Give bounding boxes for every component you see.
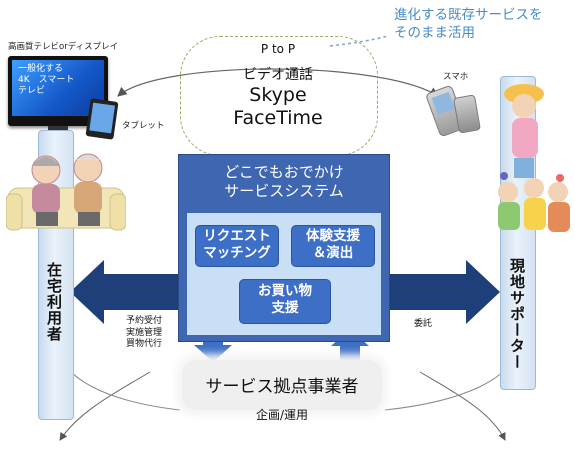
experience-support-box: 体験支援 ＆演出 [291,225,375,267]
request-matching-line2: マッチング [203,245,271,261]
tv-screen-line3: テレビ [18,86,46,96]
p2p-curve-arrow [117,68,440,97]
left-note-line3: 買物代行 [125,339,162,349]
tablet-icon [85,98,119,140]
supporter-label: 現地サポーター [508,258,526,370]
request-matching-box: リクエスト マッチング [195,225,279,267]
system-body: リクエスト マッチング 体験支援 ＆演出 お買い物 支援 [187,213,381,335]
top-note: 進化する既存サービスを そのまま活用 [394,6,574,42]
tv-screen-line1: 一般化する [18,64,64,74]
home-user-label: 在宅利用者 [45,262,63,342]
system-title: どこでもおでかけ サービスシステム [179,155,389,207]
video-call-text: ビデオ通話 Skype FaceTime [196,66,360,130]
request-matching-line1: リクエスト [203,228,271,244]
system-title-line2: サービスシステム [224,182,344,200]
p2p-label: P to P [260,42,296,56]
service-provider-box [182,360,382,410]
experience-support-line2: ＆演出 [312,245,354,261]
experience-support-line1: 体験支援 [306,228,360,244]
video-call-line2: Skype [249,84,307,106]
left-note-line1: 予約受付 [125,316,162,326]
top-note-line1: 進化する既存サービスを [394,7,543,23]
up-arrow-from-provider [331,329,369,362]
right-big-arrow [388,260,500,324]
shopping-support-line1: お買い物 [258,283,312,299]
right-arrow-note: 委託 [414,319,433,329]
note-dash-link [329,35,389,47]
tv-caption: 高画質テレビorディスプレイ [8,42,119,52]
family-illustration [490,80,575,250]
elderly-couple-illustration [5,150,127,236]
tv-stand [48,126,68,132]
left-arrow-notes: 予約受付 実施管理 買物代行 [116,316,172,351]
tablet-label: タブレット [122,121,165,131]
tv-screen-line2: 4K スマート [18,75,75,85]
family-icon [498,84,570,232]
video-call-line1: ビデオ通話 [243,67,313,83]
service-provider-label: サービス拠点事業者 [205,377,359,397]
bottom-right-curve [419,371,506,441]
system-title-line1: どこでもおでかけ [224,163,344,181]
tv-screen-text: 一般化する 4K スマート テレビ [12,60,104,97]
top-note-line2: そのまま活用 [394,25,475,41]
shopping-support-box: お買い物 支援 [239,279,331,324]
left-note-line2: 実施管理 [125,327,162,338]
outing-service-system: どこでもおでかけ サービスシステム リクエスト マッチング 体験支援 ＆演出 お… [178,154,390,342]
planning-label: 企画/運用 [255,408,309,422]
sofa-icon [5,153,127,231]
left-big-arrow [70,260,178,324]
video-call-line3: FaceTime [233,107,323,129]
bottom-left-curve [59,371,151,441]
phone-label: スマホ [443,72,469,82]
shopping-support-line2: 支援 [271,300,299,316]
